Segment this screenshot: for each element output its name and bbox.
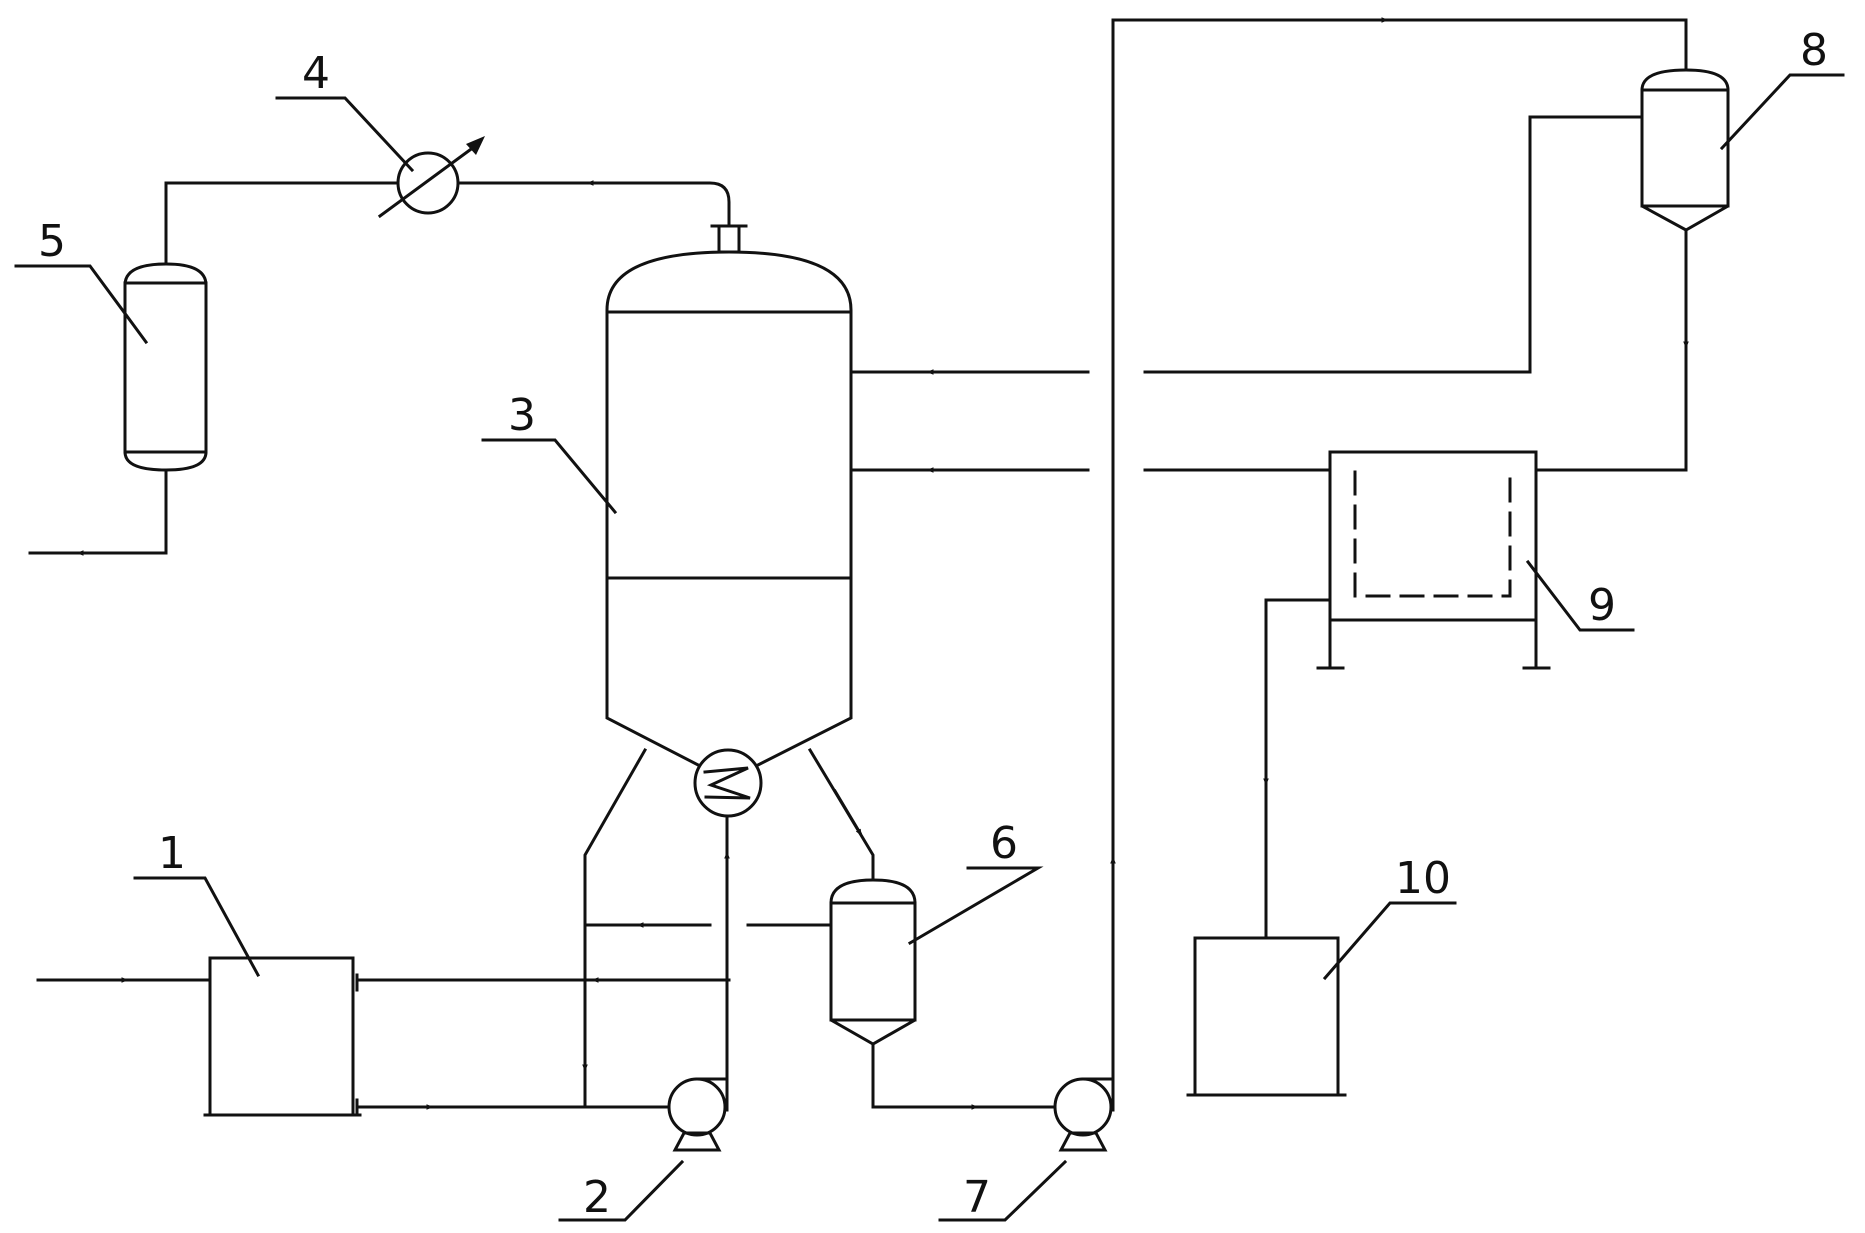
label-6: 6 [990,818,1018,869]
pump-7 [1053,1063,1115,1152]
receiver-5 [123,262,208,472]
label-1: 1 [158,828,186,879]
heater-coil [693,748,763,818]
filter-9 [1316,450,1551,670]
pump-2 [667,1063,729,1152]
equipment-labels: 1 2 3 4 5 6 7 8 9 10 [38,25,1828,1223]
tank-1 [203,956,362,1117]
label-4: 4 [302,48,330,99]
tank-10 [1186,936,1347,1097]
label-5: 5 [38,216,66,267]
label-3: 3 [508,390,536,441]
leader-lines [14,73,1845,1222]
label-8: 8 [1800,25,1828,76]
label-10: 10 [1395,853,1451,904]
reactor-vessel-3 [605,224,853,785]
label-2: 2 [583,1172,611,1223]
label-7: 7 [963,1172,991,1223]
separator-8 [1640,68,1730,232]
separator-6 [829,878,917,1046]
pipelines [28,17,1689,1110]
label-9: 9 [1588,580,1616,631]
condenser-4 [377,136,485,219]
